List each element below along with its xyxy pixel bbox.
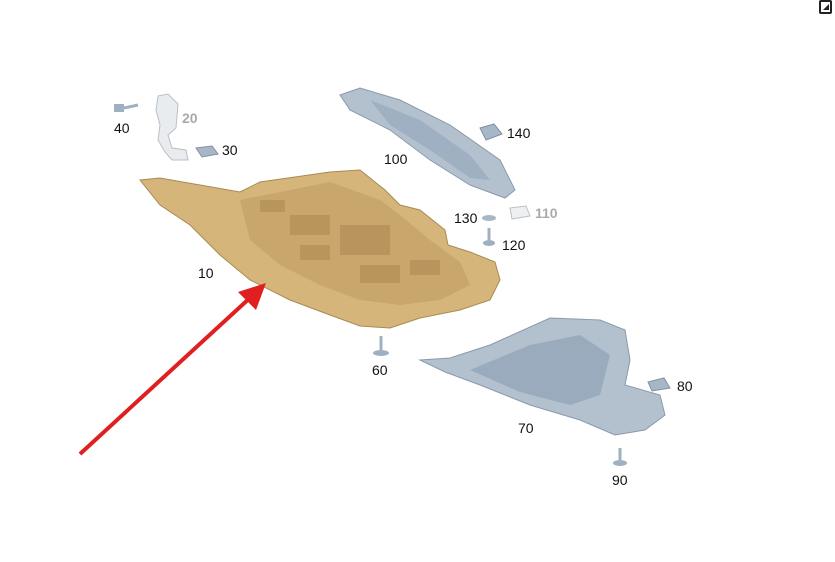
bolt-120 — [483, 228, 495, 246]
label-70: 70 — [518, 420, 534, 436]
bolt-60 — [373, 336, 389, 356]
bracket-20 — [155, 93, 189, 161]
expand-icon[interactable] — [819, 0, 832, 14]
underbody-panel-10 — [139, 169, 501, 329]
clip-30 — [195, 145, 219, 158]
label-130: 130 — [454, 210, 478, 226]
label-90: 90 — [612, 472, 628, 488]
bolt-90 — [613, 448, 627, 466]
clip-80 — [647, 377, 671, 392]
label-40: 40 — [114, 120, 130, 136]
red-arrow — [78, 283, 266, 456]
label-10: 10 — [198, 265, 214, 281]
clip-110 — [509, 205, 531, 220]
washer-130 — [482, 215, 496, 221]
label-120: 120 — [502, 237, 526, 253]
rail-100 — [339, 87, 516, 199]
label-80: 80 — [677, 378, 693, 394]
label-20: 20 — [182, 110, 198, 126]
label-60: 60 — [372, 362, 388, 378]
label-140: 140 — [507, 125, 531, 141]
clip-140 — [479, 123, 503, 141]
label-110: 110 — [535, 205, 558, 221]
shield-70 — [418, 317, 666, 436]
screw-40 — [114, 103, 139, 112]
label-30: 30 — [222, 142, 238, 158]
label-100: 100 — [384, 151, 408, 167]
